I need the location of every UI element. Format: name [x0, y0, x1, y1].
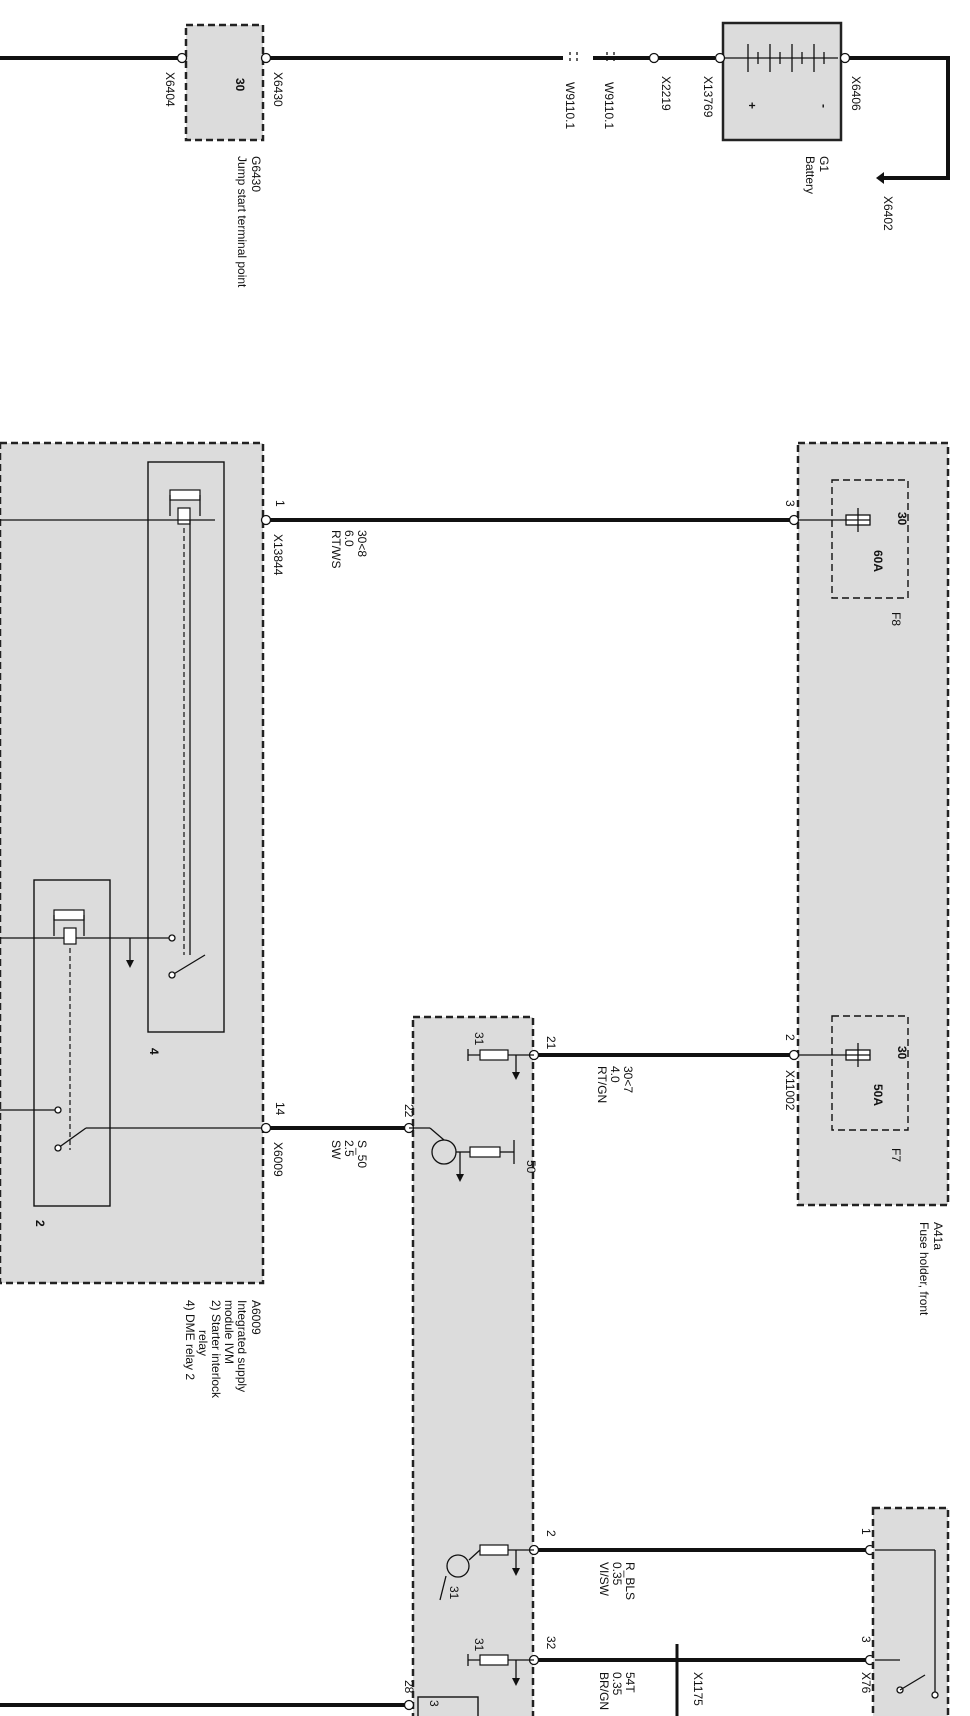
brake-switch-pin-3: 3	[859, 1636, 873, 1643]
fuse-holder-id: A41a	[931, 1222, 945, 1250]
wire-30b8-color: RT/WS	[329, 530, 343, 568]
brake-switch-conn: X76	[859, 1672, 873, 1694]
wire-s50-signal: S_50	[355, 1140, 369, 1168]
ivm-desc-3: 2) Starter interlock	[209, 1300, 223, 1399]
wire-30b7-gauge: 4.0	[608, 1066, 622, 1083]
ivm-desc-1: Integrated supply	[235, 1300, 249, 1392]
ivm-conn-1: X13844	[271, 534, 285, 576]
dme-pin-22: 22	[402, 1104, 416, 1118]
battery-conn-right: X6406	[849, 76, 863, 111]
fuse-f8-rating: 60A	[871, 550, 885, 572]
ivm-pin-1: 1	[273, 500, 287, 507]
battery-name: Battery	[803, 156, 817, 194]
ivm-relay-4-label: 4	[147, 1048, 161, 1055]
jump-start-terminal-number: 30	[233, 78, 247, 92]
wire-s50-color: SW	[329, 1140, 343, 1160]
wire-30b7-signal: 30<7	[621, 1066, 635, 1093]
ivm-desc-5: 4) DME relay 2	[183, 1300, 197, 1380]
battery-minus: -	[817, 104, 831, 108]
fuse-f7-conn: X11002	[783, 1070, 797, 1111]
dme-pin-32: 32	[544, 1636, 558, 1650]
wire-30b8-signal: 30<8	[355, 530, 369, 557]
ivm-desc-2: module IVM	[222, 1300, 236, 1364]
ivm-module	[0, 441, 272, 1285]
fuse-f8-terminal: 30	[895, 512, 909, 526]
wire-rbls-signal: R_BLS	[623, 1562, 637, 1600]
ivm-relay-2-label: 2	[33, 1220, 47, 1227]
splice-marks	[569, 52, 660, 64]
splice-label-x2219: X2219	[659, 76, 673, 111]
fuse-f8-id: F8	[889, 612, 903, 626]
battery-main-line	[0, 56, 950, 184]
wire-s50-gauge: 2.5	[342, 1140, 356, 1157]
fuse-f7-rating: 50A	[871, 1084, 885, 1106]
fuse-f7-terminal: 30	[895, 1046, 909, 1060]
battery-ground-conn: X6402	[881, 196, 895, 231]
wire-rbls-gauge: 0.35	[610, 1562, 624, 1586]
jump-start-name: Jump start terminal point	[235, 156, 249, 288]
wire-54t-gauge: 0.35	[610, 1672, 624, 1696]
battery-id: G1	[817, 156, 831, 172]
dme-ground-1: 31	[472, 1032, 486, 1046]
jump-start-id: G6430	[249, 156, 263, 192]
fuse-f7-id: F7	[889, 1148, 903, 1162]
splice-label-2: W9110.1	[602, 82, 616, 129]
fuse-holder	[790, 441, 950, 1207]
fuse-holder-name: Fuse holder, front	[917, 1222, 931, 1316]
ivm-id: A6009	[249, 1300, 263, 1335]
wire-rbls-color: VI/SW	[597, 1562, 611, 1597]
battery-conn-left: X13769	[701, 76, 715, 118]
jump-start-conn-left: X6404	[163, 72, 177, 107]
fuse-f7-pin: 2	[783, 1034, 797, 1041]
wire-30b7-color: RT/GN	[595, 1066, 609, 1103]
dme-pin-2: 2	[544, 1530, 558, 1537]
connector-x1175-label: X1175	[691, 1672, 705, 1706]
ivm-pin-14: 14	[273, 1102, 287, 1116]
brake-switch-pin-1: 1	[859, 1528, 873, 1535]
jump-start-conn-right: X6430	[271, 72, 285, 107]
dme-terminal-50: 50	[524, 1160, 538, 1174]
battery-plus: +	[745, 102, 759, 109]
splice-label-1: W9110.1	[563, 82, 577, 129]
jump-start-terminal	[176, 23, 272, 142]
dme-pin-21: 21	[544, 1036, 558, 1050]
fuse-f8-pin: 3	[783, 500, 797, 507]
dme-ground-2: 31	[447, 1586, 461, 1600]
battery	[714, 21, 851, 142]
wire-30b8-gauge: 6.0	[342, 530, 356, 547]
dme-module	[403, 1015, 540, 1716]
wire-54t-color: BR/GN	[597, 1672, 611, 1710]
dme-ground-3: 31	[472, 1638, 486, 1652]
ivm-conn-14: X6009	[271, 1142, 285, 1177]
ivm-desc-4: relay	[196, 1330, 210, 1356]
brake-switch	[871, 1506, 950, 1716]
wire-54t-signal: 54T	[623, 1672, 637, 1693]
dme-pin-28: 28	[402, 1680, 416, 1694]
dme-pin-3: 3	[427, 1700, 441, 1707]
